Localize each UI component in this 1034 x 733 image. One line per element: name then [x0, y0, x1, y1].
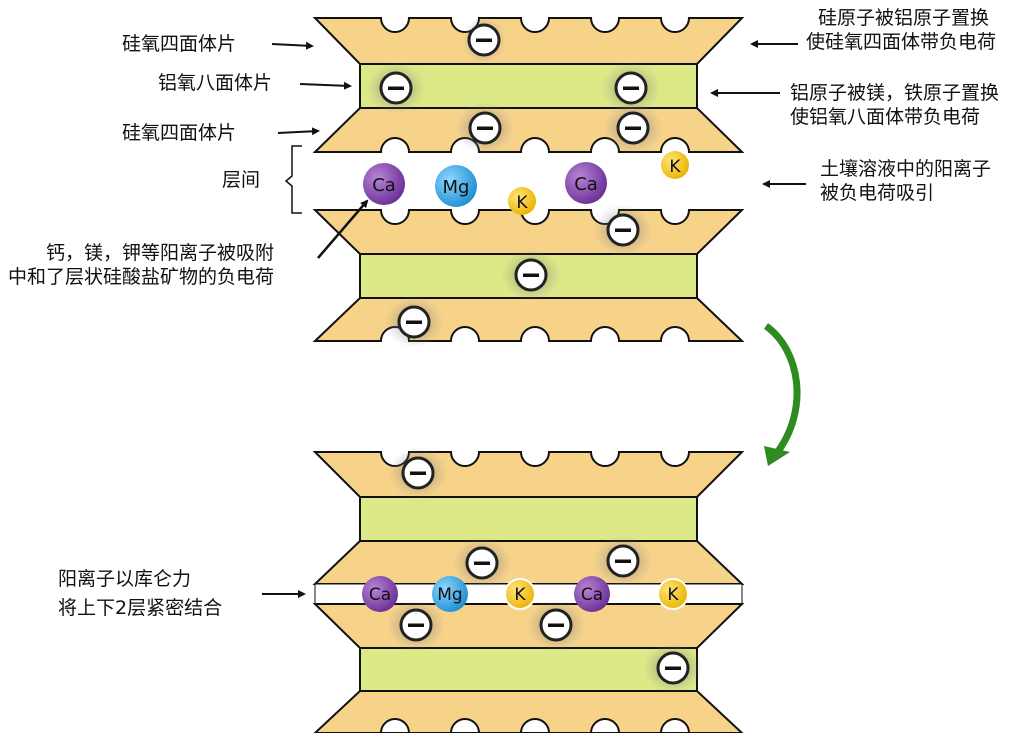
label-coulomb-line2: 将上下2层紧密结合 — [58, 594, 222, 623]
cation-k: K — [661, 151, 689, 179]
cation-ca: Ca — [574, 576, 610, 612]
svg-text:Mg: Mg — [437, 585, 462, 605]
label-tetra-bottom: 硅氧四面体片 — [122, 122, 236, 146]
negative-charge — [366, 62, 426, 114]
svg-text:K: K — [667, 585, 679, 605]
negative-charge — [643, 642, 703, 694]
label-solution-line2: 被负电荷吸引 — [820, 182, 991, 206]
label-coulomb: 阳离子以库仑力 将上下2层紧密结合 — [58, 565, 222, 624]
negative-charge — [388, 447, 448, 499]
negative-charge — [455, 102, 515, 154]
negative-charge — [386, 599, 446, 651]
tetrahedral-sheet-upper-bottom — [315, 108, 742, 152]
negative-charge — [384, 296, 444, 348]
label-si-sub-line2: 使硅氧四面体带负电荷 — [806, 31, 996, 55]
tetrahedral-sheet-b-top — [315, 452, 742, 497]
svg-text:Ca: Ca — [574, 174, 598, 195]
label-octa: 铝氧八面体片 — [158, 72, 272, 96]
svg-text:Ca: Ca — [581, 585, 603, 605]
cation-ca: Ca — [362, 576, 398, 612]
svg-text:Ca: Ca — [372, 175, 396, 196]
cation-mg: Mg — [435, 165, 477, 207]
label-adsorb-line2: 中和了层状硅酸盐矿物的负电荷 — [8, 266, 274, 290]
negative-charge — [603, 102, 663, 154]
tetrahedral-sheet-top — [315, 18, 742, 64]
svg-text:K: K — [514, 585, 526, 605]
label-tetra-top: 硅氧四面体片 — [122, 33, 236, 57]
negative-charge — [462, 16, 506, 64]
label-si-sub: 硅原子被铝原子置换 使硅氧四面体带负电荷 — [806, 7, 996, 55]
label-adsorb: 钙，镁，钾等阳离子被吸附 中和了层状硅酸盐矿物的负电荷 — [8, 242, 274, 290]
negative-charge — [501, 249, 561, 301]
label-al-sub-line1: 铝原子被镁，铁原子置换 — [790, 82, 999, 106]
cation-k: K — [658, 579, 688, 609]
negative-charge — [526, 599, 586, 651]
svg-text:K: K — [516, 193, 528, 213]
label-si-sub-line1: 硅原子被铝原子置换 — [806, 7, 996, 31]
transition-arrow-head — [764, 446, 790, 466]
svg-text:K: K — [669, 157, 681, 177]
label-adsorb-line1: 钙，镁，钾等阳离子被吸附 — [8, 242, 274, 266]
svg-text:Mg: Mg — [443, 177, 470, 198]
cation-ca: Ca — [565, 162, 607, 204]
arrow-tetra-top — [272, 44, 312, 46]
label-al-sub: 铝原子被镁，铁原子置换 使铝氧八面体带负电荷 — [790, 82, 999, 130]
transition-arrow — [766, 326, 797, 454]
arrow-tetra-bottom — [278, 131, 318, 133]
cation-k: K — [505, 579, 535, 609]
label-coulomb-line1: 阳离子以库仑力 — [58, 565, 222, 594]
interlayer-bracket — [286, 146, 302, 213]
octahedral-sheet-b-upper — [360, 497, 697, 541]
tetrahedral-sheet-lower-top — [315, 210, 742, 254]
label-solution: 土壤溶液中的阳离子 被负电荷吸引 — [820, 158, 991, 206]
cation-mg: Mg — [432, 576, 468, 612]
negative-charge — [593, 204, 653, 256]
label-solution-line1: 土壤溶液中的阳离子 — [820, 158, 991, 182]
label-al-sub-line2: 使铝氧八面体带负电荷 — [790, 106, 999, 130]
label-interlayer: 层间 — [222, 169, 260, 193]
arrow-octa — [300, 84, 350, 86]
cation-ca: Ca — [363, 163, 405, 205]
cation-k: K — [508, 187, 536, 215]
tetrahedral-sheet-lower-bottom — [315, 298, 742, 341]
svg-text:Ca: Ca — [369, 585, 391, 605]
